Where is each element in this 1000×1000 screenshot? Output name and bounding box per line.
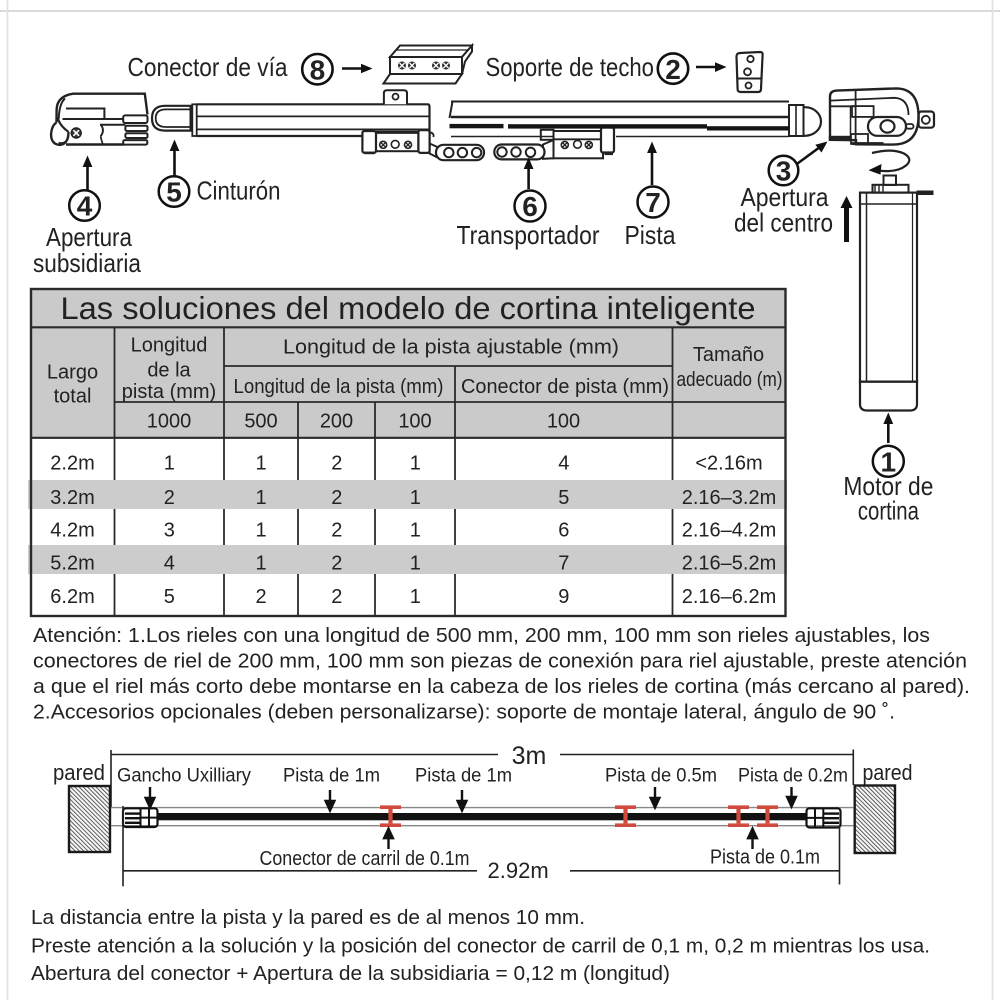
svg-text:3m: 3m [512, 742, 547, 770]
svg-text:2: 2 [255, 586, 266, 608]
svg-text:Motor de: Motor de [843, 471, 933, 501]
svg-text:2: 2 [331, 487, 342, 509]
svg-text:4.2m: 4.2m [50, 519, 94, 541]
svg-text:3: 3 [776, 156, 792, 187]
svg-text:6.2m: 6.2m [50, 586, 94, 608]
svg-text:7: 7 [645, 187, 661, 218]
svg-text:<2.16m: <2.16m [695, 453, 762, 475]
svg-text:5: 5 [166, 177, 182, 208]
svg-text:Apertura: Apertura [741, 182, 829, 212]
svg-text:Preste atención a la solución: Preste atención a la solución y la posic… [31, 935, 930, 958]
svg-text:a que el riel más corto debe m: a que el riel más corto debe montarse en… [33, 675, 970, 698]
svg-text:1: 1 [410, 487, 421, 509]
svg-text:1: 1 [255, 519, 266, 541]
svg-text:Atención: 1.Los rieles con una: Atención: 1.Los rieles con una longitud … [33, 624, 930, 647]
svg-text:2.16–3.2m: 2.16–3.2m [682, 487, 777, 509]
svg-text:Pista de 0.5m: Pista de 0.5m [605, 765, 717, 787]
svg-text:2.92m: 2.92m [488, 858, 549, 883]
svg-text:200: 200 [320, 411, 353, 433]
svg-text:Las soluciones del modelo de c: Las soluciones del modelo de cortina int… [61, 290, 756, 326]
svg-text:Cinturón: Cinturón [197, 176, 281, 206]
svg-text:La distancia entre la pista y: La distancia entre la pista y la pared e… [31, 906, 585, 929]
svg-text:de la: de la [147, 360, 191, 382]
svg-text:Conector de carril de 0.1m: Conector de carril de 0.1m [260, 848, 470, 870]
svg-text:Transportador: Transportador [457, 220, 600, 250]
svg-text:1: 1 [255, 553, 266, 575]
svg-text:Pista: Pista [625, 220, 676, 250]
svg-text:4: 4 [558, 453, 569, 475]
svg-text:Gancho Uxilliary: Gancho Uxilliary [117, 765, 251, 787]
svg-text:2: 2 [331, 586, 342, 608]
svg-text:6: 6 [522, 191, 538, 222]
svg-text:del centro: del centro [734, 208, 833, 238]
svg-text:2.16–4.2m: 2.16–4.2m [682, 519, 777, 541]
svg-text:2.2m: 2.2m [50, 453, 94, 475]
svg-text:7: 7 [558, 553, 569, 575]
svg-text:8: 8 [310, 54, 326, 85]
svg-text:500: 500 [244, 411, 277, 433]
svg-text:1: 1 [164, 453, 175, 475]
svg-text:Pista de 0.2m: Pista de 0.2m [738, 765, 848, 787]
svg-text:2: 2 [665, 54, 681, 85]
svg-text:2.Accesorios opcionales (deben: 2.Accesorios opcionales (deben personali… [33, 701, 895, 724]
svg-text:3: 3 [164, 519, 175, 541]
svg-text:5: 5 [164, 586, 175, 608]
svg-text:2.16–5.2m: 2.16–5.2m [682, 553, 777, 575]
svg-text:Conector de pista (mm): Conector de pista (mm) [461, 376, 669, 398]
svg-text:conectores de riel de 200 mm,: conectores de riel de 200 mm, 100 mm son… [33, 650, 967, 673]
svg-text:Longitud de la pista ajustable: Longitud de la pista ajustable (mm) [283, 337, 619, 359]
svg-text:Soporte de techo: Soporte de techo [486, 52, 655, 82]
svg-text:6: 6 [558, 519, 569, 541]
svg-text:Tamaño: Tamaño [693, 344, 764, 366]
svg-text:Pista de 1m: Pista de 1m [283, 765, 380, 787]
svg-text:5: 5 [558, 487, 569, 509]
svg-text:subsidiaria: subsidiaria [33, 248, 141, 278]
svg-text:100: 100 [398, 411, 431, 433]
svg-text:1: 1 [410, 553, 421, 575]
svg-text:1: 1 [410, 519, 421, 541]
svg-text:4: 4 [164, 553, 175, 575]
svg-text:Pista de 0.1m: Pista de 0.1m [710, 847, 820, 869]
svg-text:Apertura: Apertura [46, 222, 132, 252]
svg-text:3.2m: 3.2m [50, 487, 94, 509]
svg-text:2: 2 [331, 519, 342, 541]
svg-text:1000: 1000 [147, 411, 192, 433]
svg-text:2.16–6.2m: 2.16–6.2m [682, 586, 777, 608]
svg-text:1: 1 [255, 453, 266, 475]
svg-text:pared: pared [863, 760, 913, 785]
svg-text:pista (mm): pista (mm) [122, 381, 216, 403]
svg-text:1: 1 [410, 453, 421, 475]
svg-text:Pista de 1m: Pista de 1m [415, 765, 512, 787]
svg-text:2: 2 [331, 453, 342, 475]
svg-text:4: 4 [77, 191, 93, 222]
svg-text:2: 2 [164, 487, 175, 509]
svg-text:5.2m: 5.2m [50, 553, 94, 575]
svg-text:cortina: cortina [858, 496, 919, 526]
svg-text:1: 1 [255, 487, 266, 509]
svg-text:Abertura del conector + Apertu: Abertura del conector + Apertura de la s… [31, 962, 670, 985]
svg-text:pared: pared [53, 760, 105, 785]
svg-text:1: 1 [410, 586, 421, 608]
svg-text:Largo: Largo [47, 362, 98, 384]
svg-text:Longitud: Longitud [131, 335, 208, 357]
svg-text:1: 1 [881, 447, 897, 478]
svg-text:2: 2 [331, 553, 342, 575]
svg-text:adecuado (m): adecuado (m) [677, 369, 783, 391]
svg-text:total: total [54, 385, 92, 407]
svg-text:Conector de vía: Conector de vía [128, 52, 288, 82]
svg-text:9: 9 [558, 586, 569, 608]
svg-text:Longitud de la pista (mm): Longitud de la pista (mm) [234, 376, 444, 398]
svg-text:100: 100 [547, 411, 580, 433]
